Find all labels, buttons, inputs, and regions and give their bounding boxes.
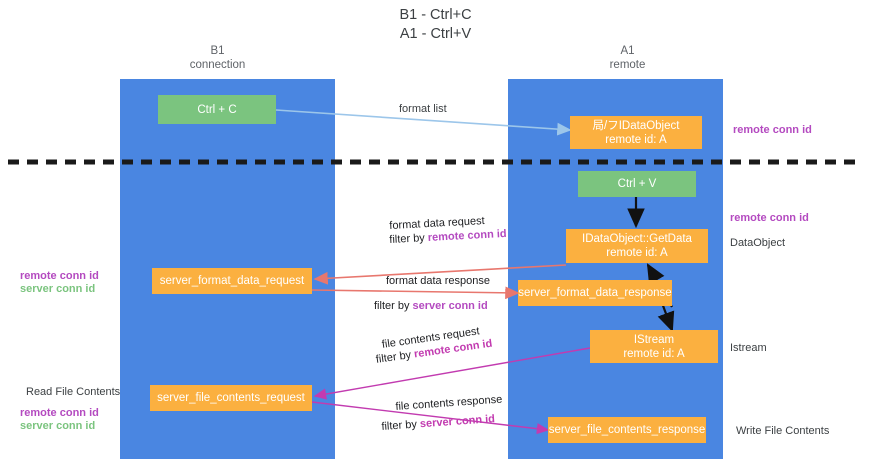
filter-prefix: filter by	[374, 300, 413, 312]
annotation-left-remote-conn-id: remote conn id	[20, 270, 99, 282]
annotation-left-read-file-contents: Read File Contents	[26, 386, 121, 398]
node-server-format-data-request[interactable]: server_format_data_request	[152, 268, 312, 294]
filter-prefix: filter by	[381, 418, 421, 433]
node-idataobject-getdata[interactable]: IDataObject::GetData remote id: A	[566, 229, 708, 263]
annotation-right-dataobject: DataObject	[730, 237, 786, 249]
node-server-file-contents-response[interactable]: server_file_contents_response	[548, 417, 706, 443]
filter-prefix: filter by	[375, 348, 415, 366]
edge-label-format-data-response-filter: filter by server conn id	[374, 299, 488, 313]
edge-label-format-list: format list	[399, 103, 447, 115]
annotation-left-bottom-remote-conn-id: remote conn id	[20, 407, 99, 419]
column-header-left: B1 connection	[189, 45, 246, 71]
filter-prefix: filter by	[389, 231, 429, 246]
node-ctrl-c[interactable]: Ctrl + C	[158, 95, 276, 124]
annotation-left-bottom-server-conn-id: server conn id	[20, 420, 96, 432]
edge-label-file-contents-response-filter: filter by server conn id	[381, 412, 495, 434]
annotation-right-remote-conn-id-top: remote conn id	[733, 124, 812, 136]
edge-label-format-data-response: format data response	[386, 275, 490, 287]
diagram-title: B1 - Ctrl+C A1 - Ctrl+V	[399, 7, 472, 42]
annotation-left-server-conn-id: server conn id	[20, 283, 96, 295]
node-idataobject-remote[interactable]: 局/フIDataObject remote id: A	[570, 116, 702, 149]
node-server-format-data-response[interactable]: server_format_data_response	[518, 280, 672, 306]
filter-key-remote-conn-id: remote conn id	[427, 227, 507, 244]
annotation-right-istream: Istream	[730, 342, 767, 354]
node-ctrl-v[interactable]: Ctrl + V	[578, 171, 696, 197]
annotation-right-remote-conn-id-mid: remote conn id	[730, 212, 809, 224]
node-server-file-contents-request[interactable]: server_file_contents_request	[150, 385, 312, 411]
node-istream[interactable]: IStream remote id: A	[590, 330, 718, 363]
edge-label-file-contents-response: file contents response	[395, 393, 503, 413]
column-header-right: A1 remote	[609, 45, 646, 71]
filter-key-server-conn-id: server conn id	[412, 300, 488, 312]
annotation-right-write-file-contents: Write File Contents	[736, 425, 830, 437]
filter-key-server-conn-id: server conn id	[419, 413, 496, 431]
